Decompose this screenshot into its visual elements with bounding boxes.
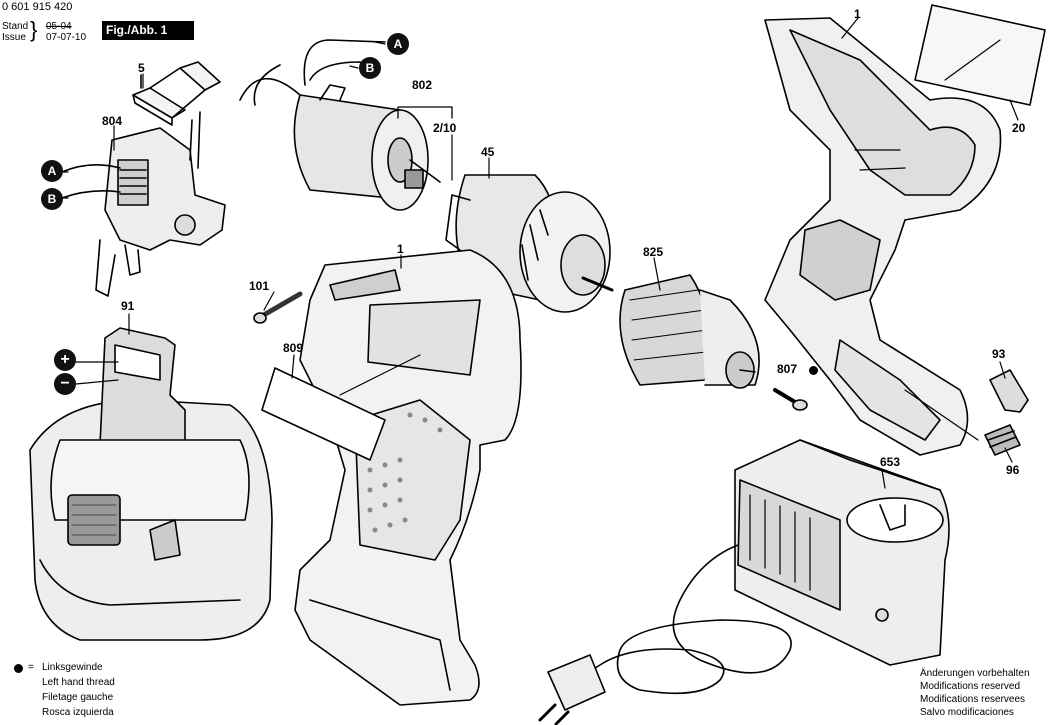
battery-minus-marker: − [54,373,76,395]
part-20-label [914,4,1046,106]
callout-825: 825 [643,245,664,259]
callout-101: 101 [249,279,270,293]
callout-5: 5 [138,61,145,75]
part-807-screw [773,388,808,411]
legend-line-2: Left hand thread [42,677,115,688]
callout-1-middle: 1 [397,242,404,256]
callout-1-top: 1 [854,7,861,21]
stand-value: 05-04 [46,21,72,32]
legend-line-4: Rosca izquierda [42,707,114,718]
notice-line-1: Änderungen vorbehalten [920,668,1030,679]
callout-2-10: 2/10 [433,121,457,135]
legend-line-1: Linksgewinde [42,662,103,673]
legend-equals: = [28,662,34,673]
callout-20: 20 [1012,121,1026,135]
figure-label: Fig./Abb. 1 [102,21,194,40]
part-96-bit-holder [984,424,1021,456]
wire-marker-b-top: B [359,57,381,79]
part-804-switch [61,111,226,297]
part-653-charger [734,439,950,666]
brace: } [30,17,38,42]
charger-cord [538,544,792,725]
callout-807: 807 [777,362,798,376]
notice-line-3: Modifications reservees [920,694,1026,705]
callout-93: 93 [992,347,1006,361]
legend-line-3: Filetage gauche [42,692,114,703]
wire-marker-a-top: A [387,33,409,55]
part-809-label [261,354,421,461]
legend-dot [14,664,23,673]
wire-marker-b-left: B [41,188,63,210]
part-93-bit [989,369,1029,413]
issue-label: Issue [2,32,26,43]
left-hand-thread-dot-807 [809,366,818,375]
callout-809: 809 [283,341,304,355]
battery-plus-marker: + [54,349,76,371]
notice-line-4: Salvo modificaciones [920,707,1014,718]
callout-96: 96 [1006,463,1020,477]
callout-802: 802 [412,78,433,92]
part-101-screw [253,291,303,324]
wire-marker-a-left: A [41,160,63,182]
callout-45: 45 [481,145,495,159]
notice-line-2: Modifications reserved [920,681,1021,692]
stand-label: Stand [2,21,29,32]
part-1-housing-half [294,249,522,706]
issue-value: 07-07-10 [46,32,87,43]
part-1-housing-right [764,17,1002,456]
part-802-motor [239,39,441,211]
callout-804: 804 [102,114,123,128]
part-825-chuck [619,274,760,389]
part-number: 0 601 915 420 [2,1,73,13]
callout-91: 91 [121,299,135,313]
part-5-switch-cap [132,61,221,126]
part-91-battery [29,327,273,641]
callout-653: 653 [880,455,901,469]
